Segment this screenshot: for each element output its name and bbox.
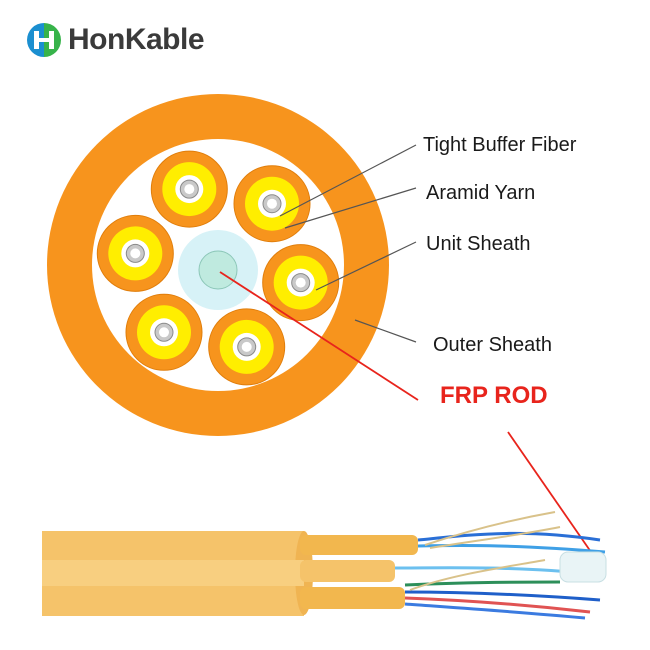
leader-outer-sheath: [354, 319, 417, 343]
label-outer-sheath: Outer Sheath: [433, 334, 552, 356]
jacket-shade: [42, 560, 304, 586]
fiber-unit: [125, 293, 203, 371]
honkable-logo-icon: [27, 23, 61, 57]
fiber-core: [130, 248, 141, 259]
fiber-core: [295, 277, 306, 288]
brand-name: HonKable: [68, 23, 205, 56]
fiber-units: [96, 150, 340, 386]
fiber-unit: [150, 150, 228, 228]
fiber-unit: [233, 165, 311, 243]
fiber-core: [159, 327, 169, 338]
unit-tube-bottom: [300, 587, 405, 609]
label-unit-sheath: Unit Sheath: [426, 233, 531, 255]
brand-logo: HonKable: [24, 18, 205, 62]
leader-tight-buffer-fiber: [279, 144, 417, 217]
unit-tube-top: [300, 535, 418, 555]
label-tight-buffer-fiber: Tight Buffer Fiber: [423, 134, 577, 156]
unit-tube-mid: [300, 560, 395, 582]
frp-pointer-line: [219, 271, 419, 401]
frp-pointer-arrow-line: [507, 431, 601, 566]
fiber-unit: [262, 244, 340, 322]
frp-rod-core: [198, 250, 238, 290]
fiber-core: [184, 184, 195, 195]
label-frp-rod: FRP ROD: [440, 382, 548, 409]
aramid-yarn-wisps: [409, 511, 561, 591]
leader-unit-sheath: [315, 241, 417, 291]
colored-fibers: [394, 531, 606, 620]
fiber-unit: [208, 308, 286, 386]
fiber-core: [241, 341, 252, 352]
cable-side-view: [42, 511, 607, 620]
fiber-core: [267, 198, 277, 209]
label-aramid-yarn: Aramid Yarn: [426, 182, 536, 204]
leader-lines: [279, 144, 417, 343]
frp-rod-end: [559, 551, 607, 583]
fiber-unit: [96, 214, 174, 292]
leader-aramid-yarn: [284, 187, 417, 229]
